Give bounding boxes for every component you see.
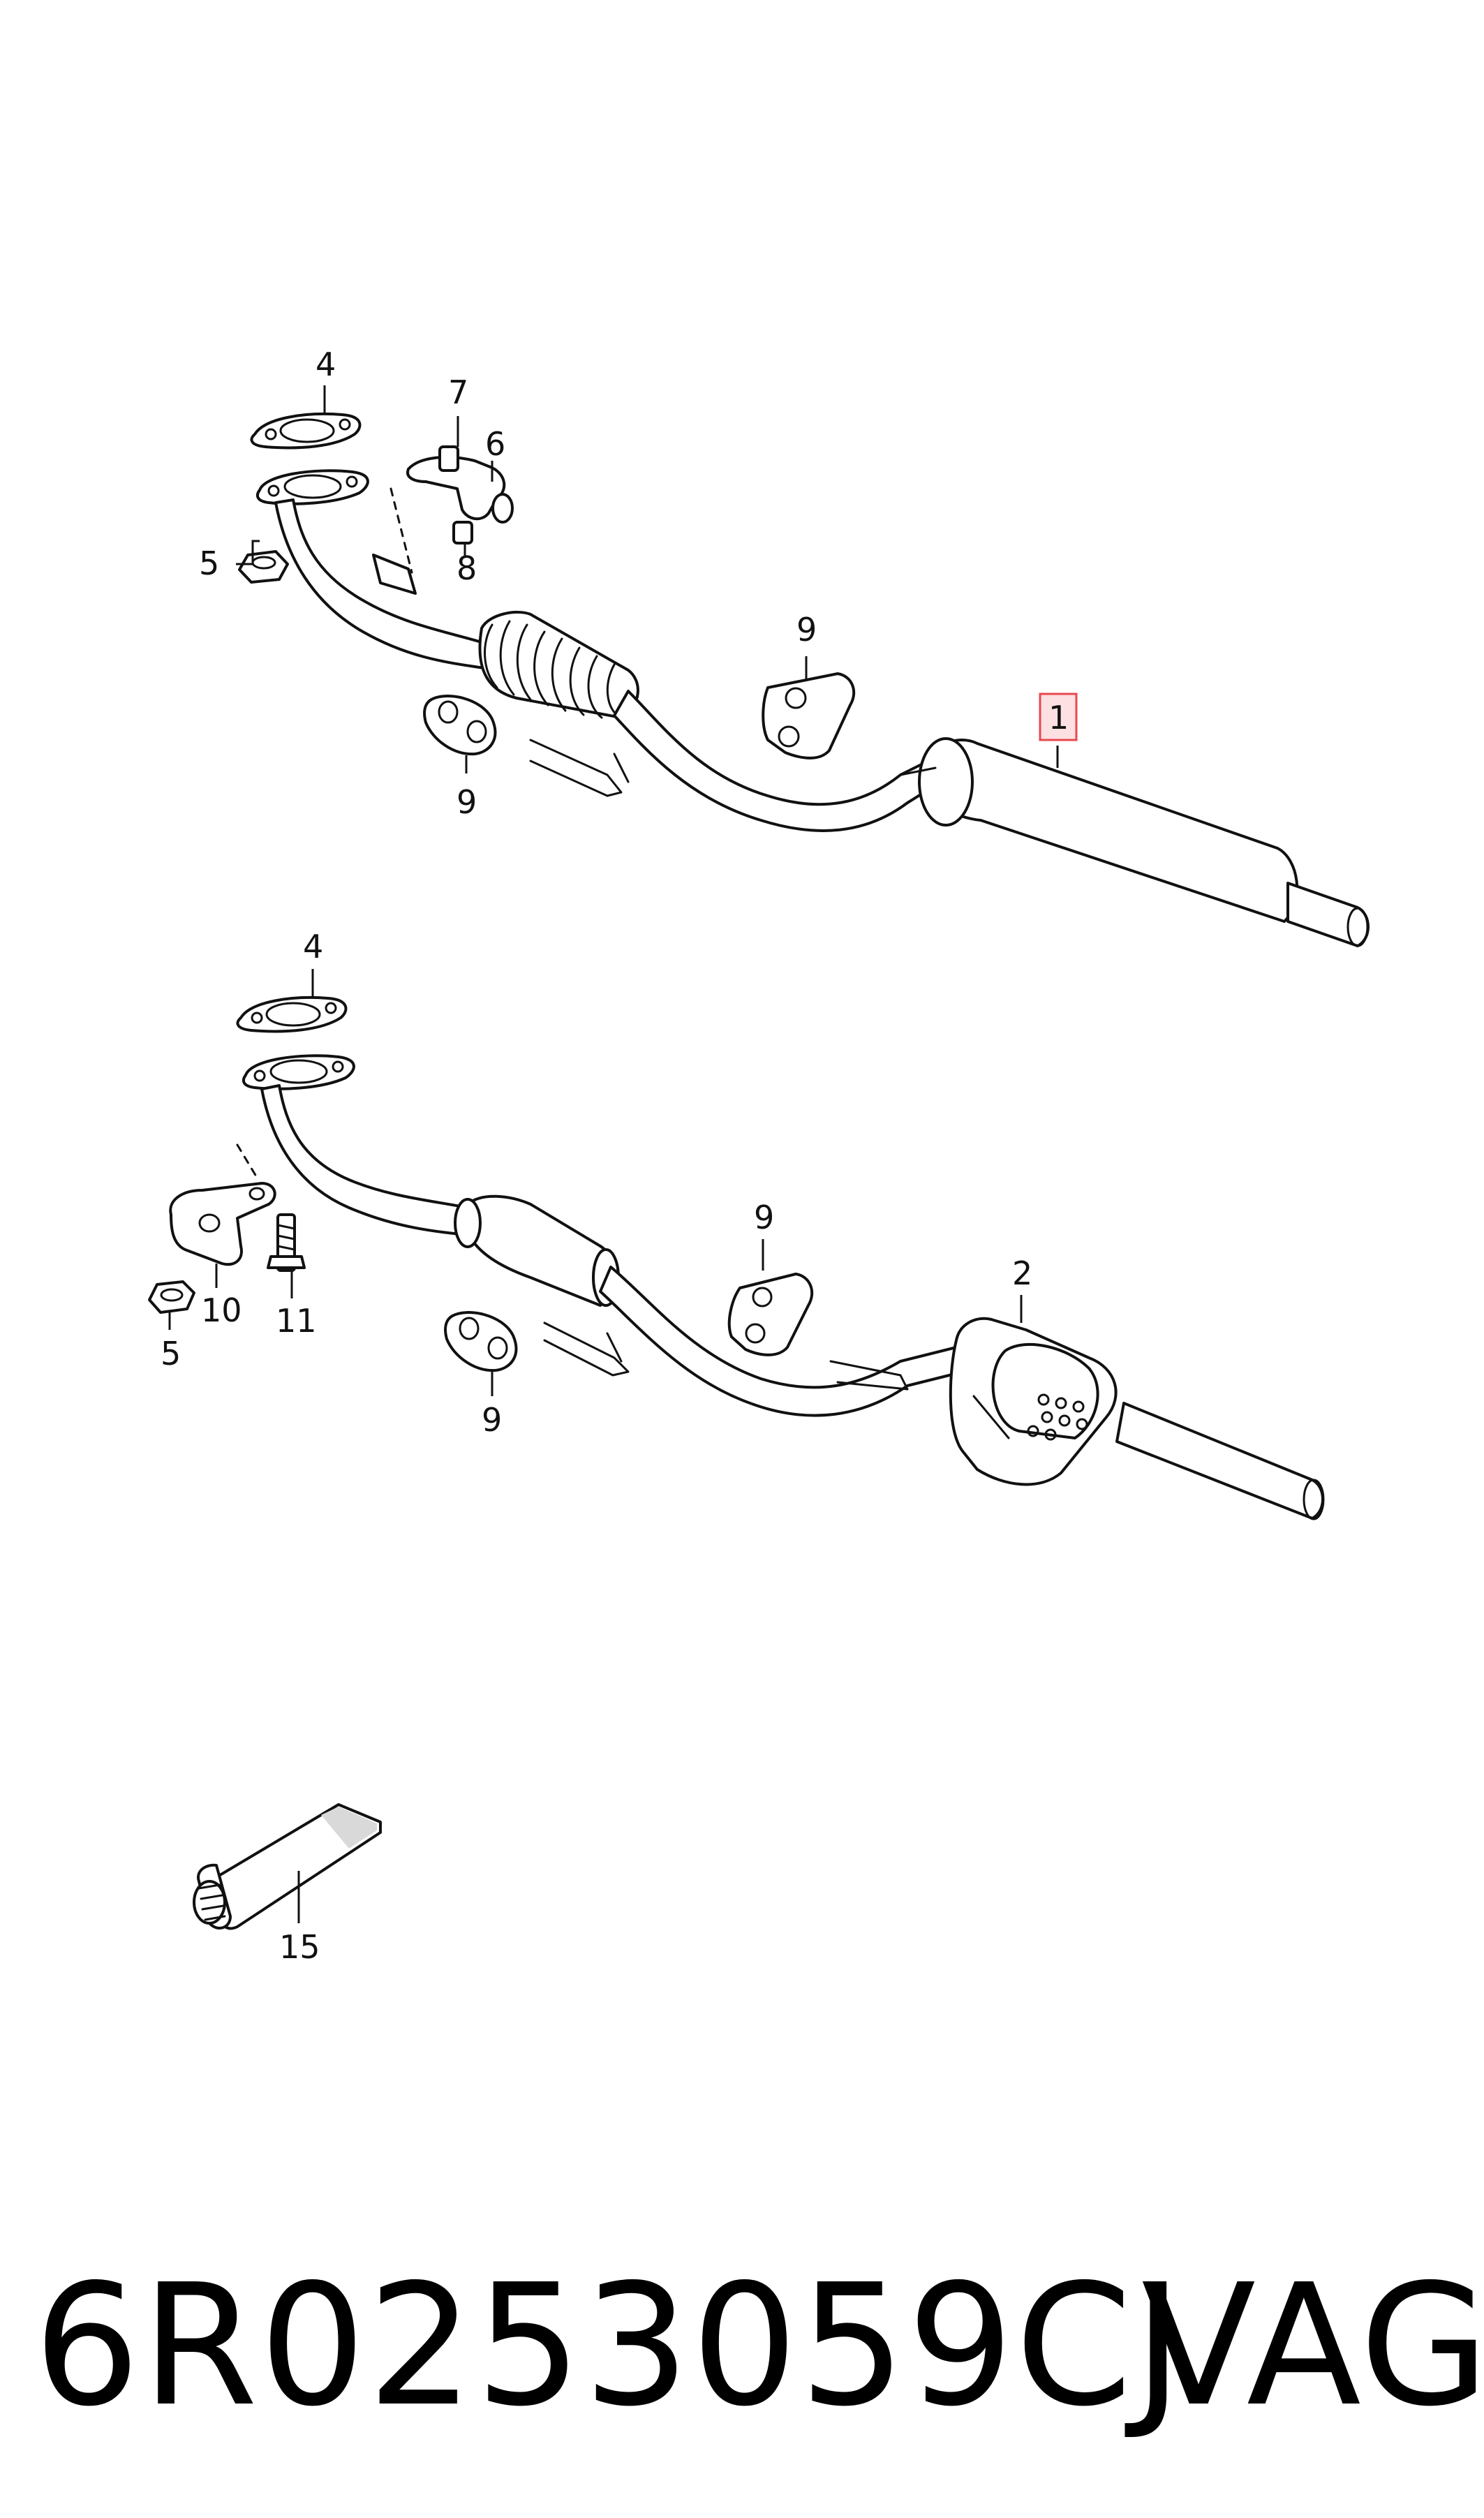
callout-15: 15 (279, 1928, 320, 1966)
front-pipe-upper[interactable] (274, 487, 937, 832)
callout-11: 11 (276, 1302, 317, 1340)
gasket-lower[interactable] (236, 996, 348, 1033)
callout-7: 7 (448, 373, 468, 411)
callout-5-upper: 5 (199, 545, 219, 582)
callout-5-lower: 5 (161, 1335, 181, 1372)
callout-1: 1 (1048, 699, 1069, 736)
callout-9-lower-right: 9 (754, 1199, 774, 1236)
callout-9-upper-left: 9 (457, 783, 477, 821)
gasket-upper[interactable] (250, 413, 362, 450)
callout-2: 2 (1012, 1254, 1032, 1292)
flange-lower[interactable] (242, 1054, 355, 1090)
bolt-11[interactable] (267, 1213, 306, 1272)
rubber-hanger-left-upper[interactable] (423, 695, 497, 756)
flange-upper[interactable] (255, 469, 369, 505)
highlight-box-1 (1039, 693, 1078, 741)
nut-lower[interactable] (148, 1280, 195, 1314)
callout-8: 8 (457, 549, 477, 587)
catalytic-converter[interactable] (949, 1317, 1325, 1520)
front-pipe-lower[interactable] (260, 1084, 965, 1417)
rubber-hanger-left-lower[interactable] (444, 1311, 518, 1372)
upper-assembly: 4 7 6 5 8 9 9 1 (199, 346, 1370, 947)
callout-10: 10 (201, 1291, 242, 1329)
lower-assembly: 4 9 2 10 11 5 9 (148, 928, 1325, 1520)
brand-name: VAG (1141, 2248, 1484, 2443)
clamp-bolt-group-upper[interactable] (406, 445, 514, 545)
bracket-10[interactable] (169, 1143, 276, 1266)
callout-9-lower-left: 9 (482, 1401, 502, 1439)
nut-upper[interactable] (238, 550, 289, 584)
callout-6: 6 (485, 425, 505, 463)
rear-muffler[interactable] (899, 737, 1370, 947)
part-number: 6R0253059CJ (34, 2248, 1185, 2443)
rubber-hanger-right-lower[interactable] (727, 1273, 814, 1356)
callout-9-upper-right: 9 (796, 611, 817, 649)
callout-4-lower: 4 (303, 928, 323, 965)
rubber-hanger-right-upper[interactable] (762, 672, 856, 760)
callout-4-upper: 4 (316, 346, 336, 383)
sealant-tube[interactable]: 15 (193, 1803, 382, 1966)
